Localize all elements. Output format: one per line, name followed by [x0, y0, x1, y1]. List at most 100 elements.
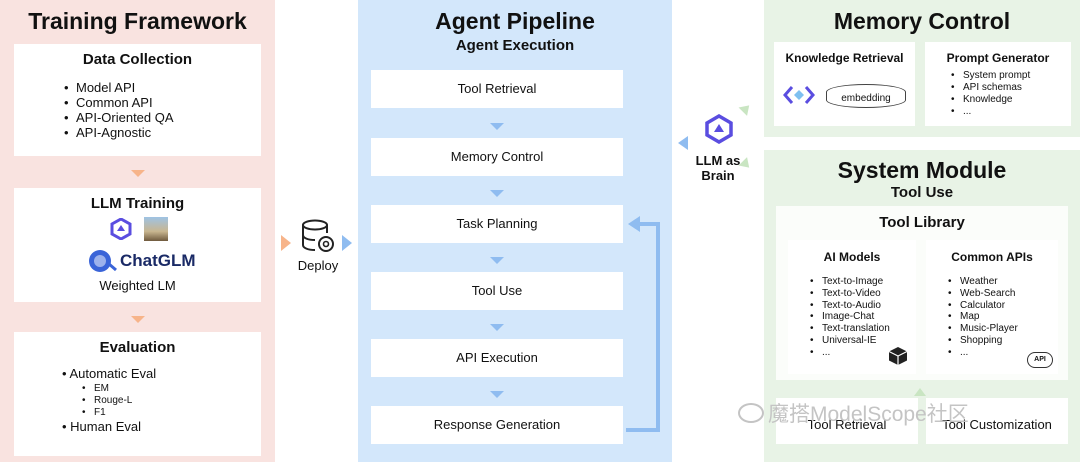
api-cloud-icon: API: [1027, 352, 1053, 368]
list-item: API-Agnostic: [62, 125, 174, 140]
list-item: Image-Chat: [808, 311, 890, 323]
tool-retrieval-box: Tool Retrieval: [776, 398, 918, 444]
embedding-cylinder: embedding: [826, 84, 906, 108]
chatglm-label: ChatGLM: [120, 251, 196, 270]
database-gear-icon: [302, 219, 334, 252]
automatic-eval-text: Automatic Eval: [69, 366, 157, 381]
automatic-eval-label: • Automatic Eval: [62, 366, 156, 381]
step-label: Tool Use: [471, 283, 523, 298]
green-up-arrow: [914, 388, 926, 396]
data-collection-title: Data Collection: [82, 51, 193, 68]
ai-models-box: AI Models Text-to-Image Text-to-Video Te…: [788, 240, 916, 374]
cube-icon: [888, 347, 908, 365]
llm-as-brain-label: LLM as Brain: [690, 153, 746, 183]
common-apis-list: Weather Web-Search Calculator Map Music-…: [946, 276, 1018, 359]
training-framework-panel: Training Framework Data Collection Model…: [0, 0, 275, 462]
list-item: Web-Search: [946, 288, 1018, 300]
blue-down-arrow: [490, 257, 504, 264]
deploy-arrow-left: [281, 235, 291, 251]
prompt-generator-box: Prompt Generator System prompt API schem…: [925, 42, 1071, 126]
embedding-label: embedding: [841, 93, 891, 104]
watermark-text: 魔搭ModelScope社区: [768, 403, 969, 426]
list-item: Shopping: [946, 335, 1018, 347]
agent-execution-subtitle: Agent Execution: [455, 37, 575, 54]
blue-down-arrow: [490, 391, 504, 398]
weighted-lm-label: Weighted LM: [99, 278, 176, 293]
knowledge-retrieval-box: Knowledge Retrieval embedding: [774, 42, 915, 126]
deploy-arrow-right: [342, 235, 352, 251]
brain-line-1: LLM as: [695, 153, 741, 168]
memory-control-panel: Memory Control Knowledge Retrieval embed…: [764, 0, 1080, 137]
tool-customization-box: Tool Customization: [926, 398, 1068, 444]
api-badge-label: API: [1034, 356, 1046, 363]
list-item: Text-to-Audio: [808, 300, 890, 312]
list-item: Map: [946, 311, 1018, 323]
human-eval-text: Human Eval: [70, 419, 141, 434]
step-label: Memory Control: [450, 149, 544, 164]
list-item: Knowledge: [949, 94, 1030, 106]
qwen-logo-icon: [110, 218, 132, 240]
list-item: API-Oriented QA: [62, 110, 174, 125]
list-item: Model API: [62, 80, 174, 95]
list-item: ...: [949, 106, 1030, 118]
bullet: •: [62, 366, 70, 381]
brain-line-2: Brain: [701, 168, 735, 183]
data-collection-box: Data Collection Model API Common API API…: [14, 44, 261, 156]
list-item: Common API: [62, 95, 174, 110]
llm-training-box: LLM Training ChatGLM Weighted LM: [14, 188, 261, 302]
automatic-eval-list: EM Rouge-L F1: [80, 383, 132, 419]
brain-arrow-left: [678, 136, 688, 150]
data-collection-list: Model API Common API API-Oriented QA API…: [62, 80, 174, 140]
feedback-loop-arrow: [626, 216, 660, 432]
orange-down-arrow: [131, 170, 145, 177]
common-apis-title: Common APIs: [951, 250, 1033, 264]
prompt-generator-list: System prompt API schemas Knowledge ...: [949, 70, 1030, 118]
list-item: Text-to-Image: [808, 276, 890, 288]
qwen-brain-icon: [705, 114, 733, 144]
list-item: ...: [808, 347, 890, 359]
system-module-panel: System Module Tool Use Tool Library AI M…: [764, 150, 1080, 462]
list-item: Text-translation: [808, 323, 890, 335]
tool-use-subtitle: Tool Use: [890, 184, 954, 201]
step-label: Task Planning: [456, 216, 538, 231]
watermark: 魔搭ModelScope社区: [738, 398, 1078, 426]
blue-down-arrow: [490, 123, 504, 130]
list-item: EM: [80, 383, 132, 395]
step-label: Tool Retrieval: [457, 81, 537, 96]
bullet: •: [62, 419, 71, 434]
system-module-title: System Module: [837, 157, 1007, 183]
list-item: ...: [946, 347, 1018, 359]
list-item: Rouge-L: [80, 395, 132, 407]
evaluation-title: Evaluation: [99, 339, 176, 356]
evaluation-box: Evaluation • Automatic Eval EM Rouge-L F…: [14, 332, 261, 456]
common-apis-box: Common APIs Weather Web-Search Calculato…: [926, 240, 1058, 374]
list-item: Music-Player: [946, 323, 1018, 335]
list-item: System prompt: [949, 70, 1030, 82]
wechat-icon: [738, 403, 764, 423]
pipeline-step-response-generation: Response Generation: [371, 406, 623, 444]
list-item: Text-to-Video: [808, 288, 890, 300]
human-eval-label: • Human Eval: [62, 419, 141, 434]
ai-models-list: Text-to-Image Text-to-Video Text-to-Audi…: [808, 276, 890, 359]
list-item: F1: [80, 407, 132, 419]
memory-control-title: Memory Control: [833, 8, 1011, 34]
step-label: Response Generation: [433, 417, 561, 432]
blue-down-arrow: [490, 324, 504, 331]
retrieval-logo-icon: [783, 86, 815, 104]
tool-library-box: Tool Library AI Models Text-to-Image Tex…: [776, 206, 1068, 380]
list-item: Universal-IE: [808, 335, 890, 347]
ai-models-title: AI Models: [823, 250, 881, 264]
chatglm-logo-icon: [89, 250, 117, 272]
step-label: API Execution: [456, 350, 538, 365]
knowledge-retrieval-title: Knowledge Retrieval: [785, 51, 904, 65]
pipeline-step-memory-control: Memory Control: [371, 138, 623, 176]
list-item: Weather: [946, 276, 1018, 288]
list-item: API schemas: [949, 82, 1030, 94]
tool-retrieval-label: Tool Retrieval: [807, 417, 887, 432]
pipeline-step-api-execution: API Execution: [371, 339, 623, 377]
llm-training-title: LLM Training: [90, 195, 185, 212]
agent-pipeline-title: Agent Pipeline: [435, 8, 595, 34]
brain-arrow-up-right: [738, 101, 754, 116]
tool-library-title: Tool Library: [879, 214, 965, 231]
blue-down-arrow: [490, 190, 504, 197]
